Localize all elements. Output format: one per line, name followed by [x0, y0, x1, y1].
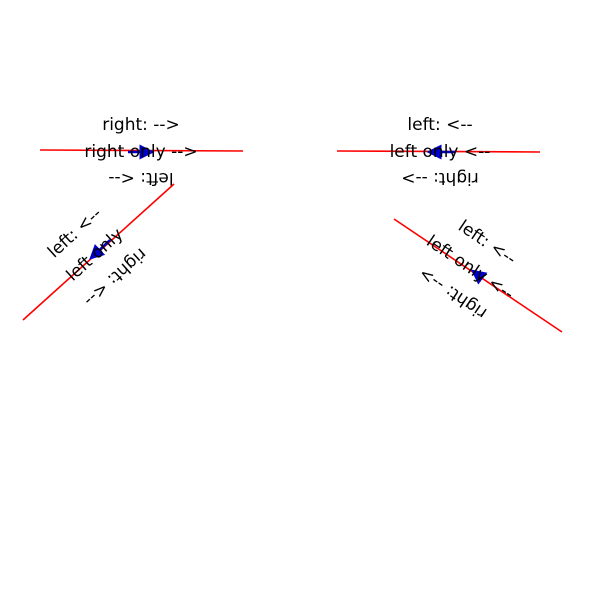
label-on: right only -->: [84, 142, 197, 162]
panel-2-horizontal: left: <-- left only <-- right: -->: [336, 115, 541, 188]
label-above: left: <--: [407, 115, 472, 135]
label-above: right: -->: [102, 115, 180, 135]
panel-1-horizontal: right: --> right only --> left: <--: [39, 115, 244, 188]
arrow-left-icon: [89, 239, 111, 260]
panel-2-diagonal: left: <-- left only <-- right: -->: [393, 216, 563, 333]
panel-1-diagonal: left: <-- left only right: <--: [22, 183, 175, 321]
label-below: left: <--: [108, 168, 173, 188]
label-below: right: -->: [401, 168, 479, 188]
label-on: left only <--: [390, 142, 491, 162]
arrow-icon: [471, 269, 488, 285]
